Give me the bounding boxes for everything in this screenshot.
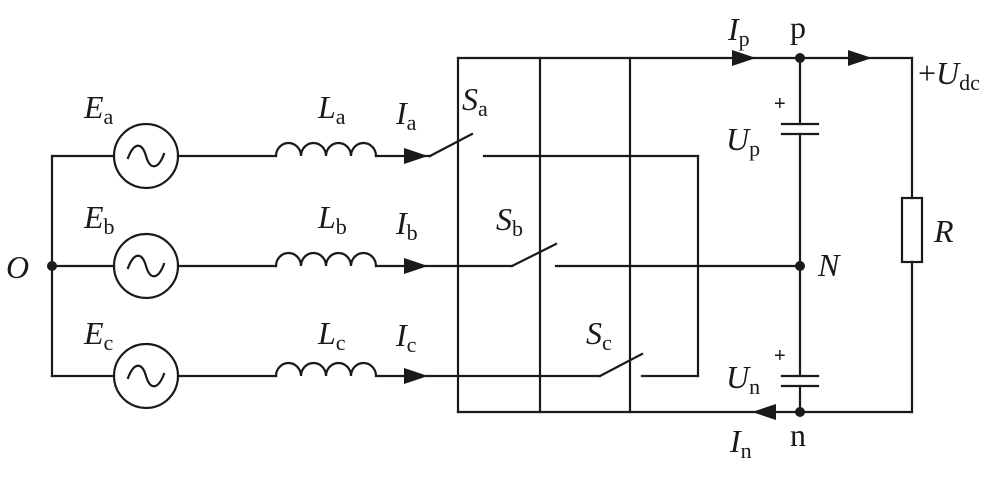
source-c-label: Ec xyxy=(83,315,114,355)
node-p-dot xyxy=(795,53,805,63)
capacitor-n-label: Un xyxy=(726,359,760,399)
current-n-label: In xyxy=(729,423,752,463)
sine-icon xyxy=(126,254,166,278)
neutral-node-dot xyxy=(47,261,57,271)
dc-link xyxy=(780,53,820,417)
current-a-label: Ia xyxy=(395,95,417,135)
source-a-label: Ea xyxy=(83,89,114,129)
capacitor-n-polarity: + xyxy=(774,345,786,367)
inductor-c xyxy=(274,361,378,378)
current-c-label: Ic xyxy=(395,317,417,357)
sine-icon xyxy=(126,364,166,388)
switch-a-blade xyxy=(428,132,474,158)
node-p-label: p xyxy=(790,9,806,45)
current-arrow-b xyxy=(404,258,428,274)
inductor-a xyxy=(274,141,378,158)
current-arrow-c xyxy=(404,368,428,384)
node-n-label: n xyxy=(790,417,806,453)
dc-output-label: +Udc xyxy=(918,55,980,95)
neutral-point-label: O xyxy=(6,249,29,285)
node-n-mid-dot xyxy=(795,261,805,271)
inductor-b-label: Lb xyxy=(317,199,347,239)
current-arrow-n xyxy=(752,404,776,420)
inductor-c-label: Lc xyxy=(317,315,346,355)
capacitor-p-label: Up xyxy=(726,121,760,161)
switch-c-blade xyxy=(598,352,644,378)
neutral-bus xyxy=(47,154,116,378)
current-b-label: Ib xyxy=(395,205,418,245)
resistor-label: R xyxy=(933,213,954,249)
output-current-arrow xyxy=(848,50,872,66)
inductor-b xyxy=(274,251,378,268)
rectifier-bridge xyxy=(456,50,914,420)
current-p-label: Ip xyxy=(727,11,750,51)
source-b-label: Eb xyxy=(83,199,115,239)
resistor xyxy=(900,196,924,264)
switch-b-blade xyxy=(510,242,558,268)
phase-b-branch xyxy=(112,232,802,300)
sine-icon xyxy=(126,144,166,168)
inductor-a-label: La xyxy=(317,89,346,129)
switch-c-label: Sc xyxy=(586,315,612,355)
phase-c-branch xyxy=(112,342,700,410)
switch-a-label: Sa xyxy=(462,81,488,121)
midpoint-label: N xyxy=(817,247,841,283)
switch-b-label: Sb xyxy=(496,201,523,241)
load-branch xyxy=(900,56,924,414)
node-n-dot xyxy=(795,407,805,417)
current-arrow-p xyxy=(732,50,756,66)
phase-a-branch xyxy=(112,122,700,378)
current-arrow-a xyxy=(404,148,428,164)
capacitor-p-polarity: + xyxy=(774,93,786,115)
